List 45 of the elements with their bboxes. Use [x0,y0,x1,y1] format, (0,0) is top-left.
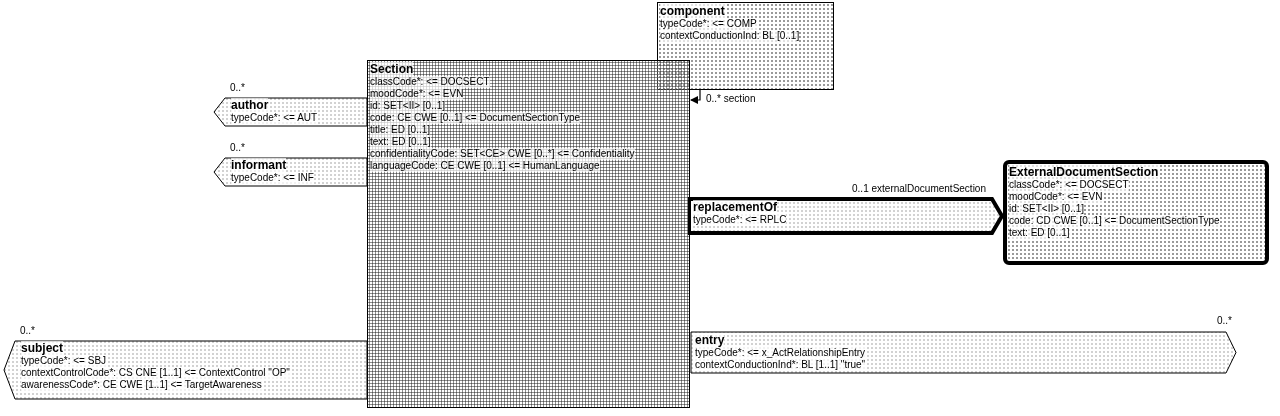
class-box [657,2,834,90]
attribute-text: languageCode: CE CWE [0..1] <= HumanLanguage [370,160,600,172]
attribute-text: moodCode*: <= EVN [1009,191,1103,203]
attribute-text: moodCode*: <= EVN [370,88,464,100]
class-name: ExternalDocumentSection [1009,165,1159,179]
class-name: entry [695,333,725,347]
attribute-text: typeCode*: <= x_ActRelationshipEntry [695,347,866,359]
multiplicity-label: 0..* [230,82,245,94]
attribute-text: text: ED [0..1] [1009,227,1070,239]
attribute-text: classCode*: <= DOCSECT [370,76,490,88]
association-arrow-shape [213,157,367,187]
association-arrow-shape [688,197,1004,235]
attribute-text: typeCode*: <= COMP [660,18,757,30]
attribute-text: contextConductionInd: BL [0..1] [660,30,800,42]
class-box [1003,160,1269,265]
attribute-text: classCode*: <= DOCSECT [1009,179,1129,191]
attribute-text: code: CE CWE [0..1] <= DocumentSectionType [370,112,581,124]
attribute-text: confidentialityCode: SET<CE> CWE [0..*] <= Confidentiality [370,148,635,160]
class-name: author [231,98,269,112]
multiplicity-label: 0..* [230,142,245,154]
attribute-text: typeCode*: <= SBJ [21,355,107,367]
attribute-text: id: SET<II> [0..1] [370,100,446,112]
association-arrow-shape [3,340,367,400]
class-name: replacementOf [693,200,778,214]
class-name: component [660,4,725,18]
attribute-text: contextControlCode*: CS CNE [1..1] <= ContextControl "OP" [21,367,290,379]
attribute-text: title: ED [0..1] [370,124,431,136]
multiplicity-label: 0..* [20,325,35,337]
edge-label: 0..* section [705,93,757,105]
attribute-text: id: SET<II> [0..1] [1009,203,1085,215]
multiplicity-label: 0..1 externalDocumentSection [852,183,986,195]
attribute-text: typeCode*: <= RPLC [693,214,787,226]
attribute-text: typeCode*: <= AUT [231,112,318,124]
attribute-text: awarenessCode*: CE CWE [1..1] <= TargetAwareness [21,379,262,391]
class-name: Section [370,62,414,76]
class-box [367,60,690,408]
attribute-text: typeCode*: <= INF [231,172,314,184]
multiplicity-label: 0..* [1217,315,1232,327]
association-arrow [690,89,701,104]
class-name: informant [231,158,287,172]
association-arrow-shape [213,97,367,127]
attribute-text: text: ED [0..1] [370,136,431,148]
attribute-text: code: CD CWE [0..1] <= DocumentSectionType [1009,215,1220,227]
class-name: subject [21,341,63,355]
attribute-text: contextConductionInd*: BL [1..1] "true" [695,359,866,371]
